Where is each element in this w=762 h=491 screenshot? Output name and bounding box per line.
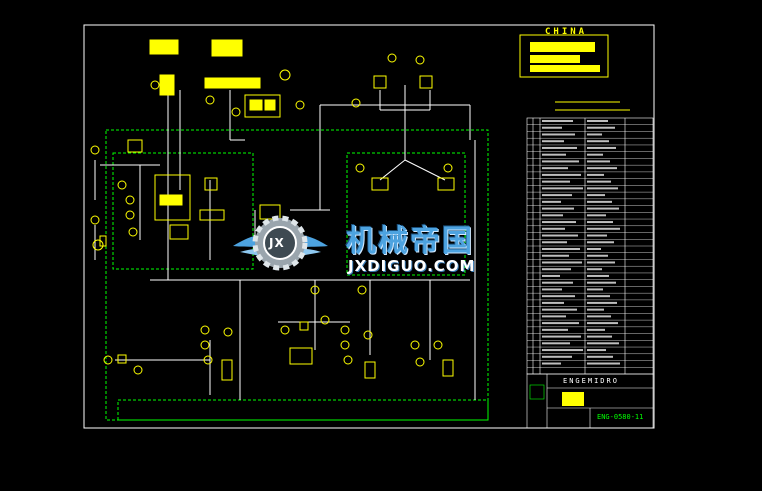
- parts-list-entry-text: [542, 315, 566, 318]
- parts-list-entry-text: [542, 362, 561, 365]
- parts-list-entry-text: [542, 342, 570, 345]
- parts-list-entry-code: [587, 140, 609, 143]
- parts-list-entry-text: [542, 261, 582, 264]
- parts-list-entry-code: [587, 355, 613, 358]
- watermark-name: 机械帝国: [346, 224, 474, 259]
- parts-list-entry-text: [542, 355, 572, 358]
- parts-list-entry-text: [542, 200, 561, 203]
- hydraulic-lines: [94, 75, 476, 400]
- parts-list-entry-text: [542, 301, 564, 304]
- parts-list-entry-text: [542, 288, 562, 291]
- parts-list-entry-text: [542, 268, 571, 271]
- parts-list-entry-text: [542, 146, 577, 149]
- title-block: [519, 34, 630, 111]
- parts-list-entry-code: [587, 308, 604, 311]
- parts-list-entry-text: [542, 308, 577, 311]
- parts-list-entry-text: [542, 234, 578, 237]
- parts-list-entry-text: [542, 322, 579, 325]
- parts-list-rows: [527, 120, 653, 368]
- parts-list-entry-code: [587, 295, 610, 298]
- parts-list-entry-text: [542, 281, 573, 284]
- subassembly-borders: [105, 129, 489, 421]
- parts-list-entry-code: [587, 274, 609, 277]
- parts-list-entry-code: [587, 200, 612, 203]
- parts-list-entry-code: [587, 241, 614, 244]
- parts-list-entry-code: [587, 362, 620, 365]
- company-name: ENGEMIDRO: [563, 377, 619, 385]
- parts-list-entry-code: [587, 146, 616, 149]
- parts-list-entry-code: [587, 268, 602, 271]
- parts-list-entry-code: [587, 194, 605, 197]
- parts-list-entry-text: [542, 214, 563, 217]
- parts-list-entry-text: [542, 241, 567, 244]
- parts-list-entry-text: [542, 349, 583, 352]
- parts-list-entry-text: [542, 167, 568, 170]
- bottom-title-block: [526, 373, 654, 429]
- parts-list-entry-text: [542, 207, 574, 210]
- parts-list-entry-code: [587, 261, 615, 264]
- parts-list-entry-text: [542, 248, 580, 250]
- parts-list-entry-text: [542, 126, 562, 129]
- parts-list-entry-text: [542, 254, 569, 257]
- parts-list-entry-code: [587, 221, 613, 224]
- gauge-symbols: [90, 53, 453, 375]
- parts-list-entry-text: [542, 295, 575, 298]
- parts-list-entry-text: [542, 227, 565, 230]
- parts-list-entry-text: [542, 153, 566, 156]
- parts-list-entry-code: [587, 167, 617, 170]
- parts-list-entry-code: [587, 173, 604, 176]
- parts-list-entry-code: [587, 288, 603, 291]
- parts-list-entry-code: [587, 133, 602, 136]
- parts-list-entry-text: [542, 335, 581, 338]
- watermark-emblem: [233, 215, 328, 271]
- parts-list-entry-text: [542, 180, 570, 183]
- parts-list-entry-code: [587, 254, 608, 257]
- parts-list-entry-code: [587, 153, 603, 156]
- parts-list-entry-text: [542, 274, 560, 277]
- parts-list-entry-code: [587, 120, 608, 122]
- parts-list-entry-code: [587, 328, 605, 331]
- parts-list-entry-code: [587, 301, 617, 304]
- parts-list-entry-code: [587, 349, 606, 352]
- parts-list-entry-text: [542, 221, 576, 224]
- country-label: CHINA: [545, 27, 588, 37]
- parts-list-entry-code: [587, 322, 618, 325]
- hydraulic-components: [99, 39, 455, 381]
- parts-list-entry-text: [542, 173, 581, 176]
- parts-list-entry-code: [587, 187, 618, 190]
- parts-list-entry-text: [542, 328, 568, 331]
- parts-list-entry-text: [542, 133, 575, 136]
- parts-list-entry-text: [542, 194, 572, 197]
- parts-list-entry-code: [587, 281, 616, 284]
- parts-list-entry-code: [587, 335, 612, 338]
- parts-list-entry-code: [587, 214, 606, 217]
- parts-list-entry-code: [587, 248, 601, 250]
- parts-list-entry-text: [542, 187, 583, 190]
- parts-list-entry-code: [587, 315, 611, 318]
- parts-list-entry-code: [587, 227, 620, 230]
- parts-list-entry-code: [587, 126, 615, 129]
- parts-list-entry-code: [587, 207, 619, 210]
- parts-list-entry-code: [587, 180, 611, 183]
- parts-list-entry-code: [587, 234, 607, 237]
- drawing-frame: [83, 24, 655, 429]
- parts-list-entry-text: [542, 140, 564, 143]
- parts-list-entry-code: [587, 342, 619, 345]
- parts-list-entry-text: [542, 160, 579, 163]
- parts-list-entry-text: [542, 120, 573, 122]
- watermark-url: JXDIGUO.COM: [348, 257, 476, 275]
- watermark-emblem-letters: JX: [269, 236, 285, 250]
- drawing-number: ENG-0580-11: [597, 413, 644, 421]
- parts-list-entry-code: [587, 160, 610, 163]
